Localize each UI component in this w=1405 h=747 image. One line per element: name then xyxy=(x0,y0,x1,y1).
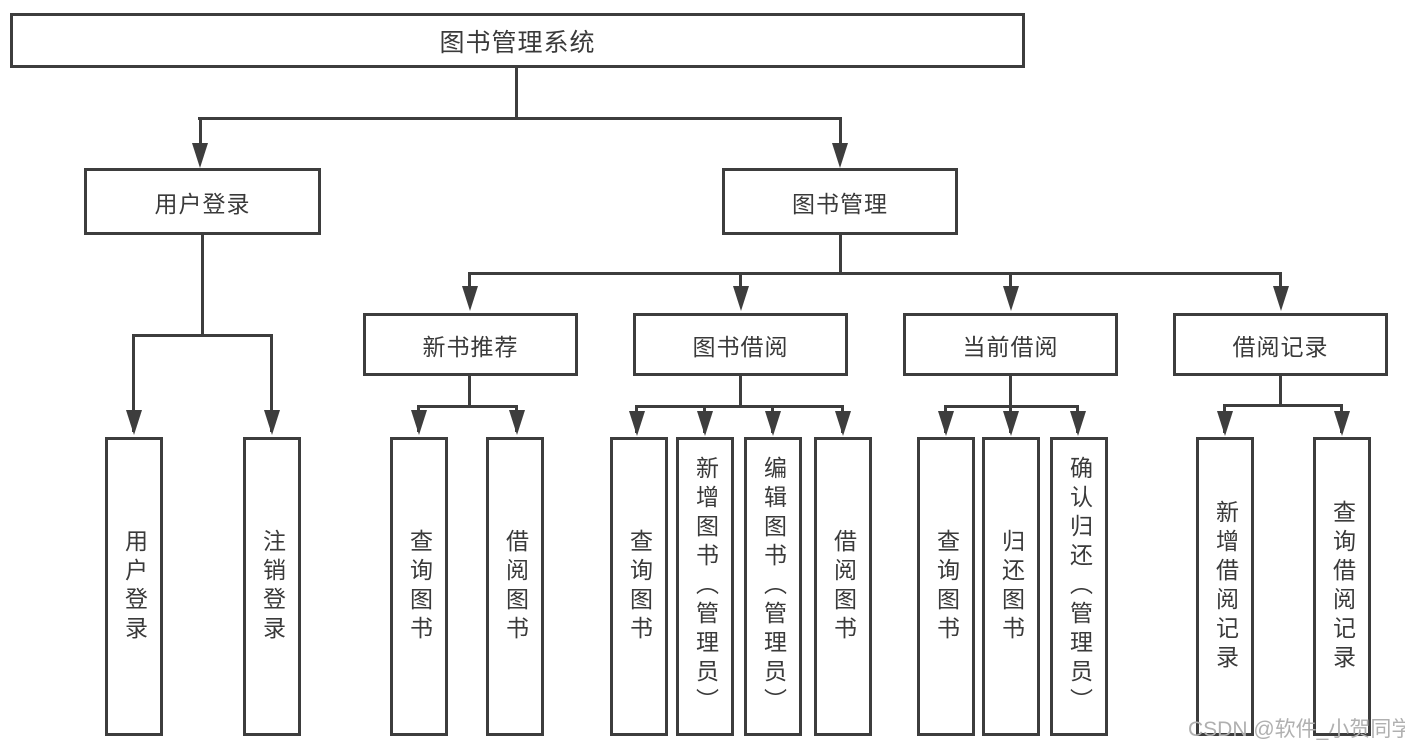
arrow-down-borrow-records xyxy=(1273,286,1289,311)
arrow-down-borrow-books-1 xyxy=(509,410,525,435)
leaf-return-book-label: 归还图书 xyxy=(998,528,1025,645)
arrow-down-edit-book xyxy=(765,411,781,436)
arrow-down-leaf-user-login xyxy=(126,410,142,435)
arrow-down-confirm-return xyxy=(1070,411,1086,436)
arrow-down-leaf-logout xyxy=(264,410,280,435)
leaf-edit-book-admin-label: 编辑图书（管理员） xyxy=(760,456,787,717)
connector-borrow-records-stem xyxy=(1279,376,1282,407)
arrow-down-query-books-2 xyxy=(629,411,645,436)
leaf-add-book-admin-label: 新增图书（管理员） xyxy=(692,456,719,717)
node-book-management: 图书管理 xyxy=(722,168,958,235)
connector-level3-hline xyxy=(468,272,1282,275)
node-new-book-recommend: 新书推荐 xyxy=(363,313,578,376)
leaf-borrow-books-2-label: 借阅图书 xyxy=(830,528,857,645)
node-book-borrow-label: 图书借阅 xyxy=(692,333,789,360)
connector-borrow-records-hline xyxy=(1223,404,1343,407)
connector-new-book-hline xyxy=(417,405,518,408)
node-library-system: 图书管理系统 xyxy=(10,13,1025,68)
node-borrow-records: 借阅记录 xyxy=(1173,313,1388,376)
leaf-user-login-label: 用户登录 xyxy=(121,528,148,645)
leaf-user-login: 用户登录 xyxy=(105,437,163,736)
leaf-query-books-3: 查询图书 xyxy=(917,437,975,736)
node-library-system-label: 图书管理系统 xyxy=(439,28,596,57)
arrow-down-query-books-1 xyxy=(411,410,427,435)
leaf-borrow-books-2: 借阅图书 xyxy=(814,437,872,736)
leaf-query-borrow-record: 查询借阅记录 xyxy=(1313,437,1371,736)
connector-root-stem xyxy=(515,68,518,120)
arrow-down-book-mgmt xyxy=(832,143,848,168)
connector-drop-leaf-logout xyxy=(270,334,273,432)
arrow-down-add-record xyxy=(1217,411,1233,436)
connector-level2-hline xyxy=(198,117,842,120)
leaf-add-borrow-record: 新增借阅记录 xyxy=(1196,437,1254,736)
leaf-return-book: 归还图书 xyxy=(982,437,1040,736)
arrow-down-add-book xyxy=(697,411,713,436)
leaf-add-borrow-record-label: 新增借阅记录 xyxy=(1212,499,1239,674)
arrow-down-query-books-3 xyxy=(938,411,954,436)
node-user-login-label: 用户登录 xyxy=(154,190,251,217)
leaf-query-books-1-label: 查询图书 xyxy=(406,528,433,645)
arrow-down-new-book xyxy=(462,286,478,311)
connector-current-borrow-stem xyxy=(1009,376,1012,408)
leaf-query-borrow-record-label: 查询借阅记录 xyxy=(1329,499,1356,674)
leaf-query-books-2: 查询图书 xyxy=(610,437,668,736)
node-current-borrow: 当前借阅 xyxy=(903,313,1118,376)
connector-drop-book-mgmt xyxy=(839,117,842,149)
leaf-add-book-admin: 新增图书（管理员） xyxy=(676,437,734,736)
leaf-edit-book-admin: 编辑图书（管理员） xyxy=(744,437,802,736)
arrow-down-book-borrow xyxy=(733,286,749,311)
connector-book-borrow-hline xyxy=(635,405,843,408)
leaf-borrow-books-1: 借阅图书 xyxy=(486,437,544,736)
leaf-query-books-3-label: 查询图书 xyxy=(933,528,960,645)
arrow-down-query-record xyxy=(1334,411,1350,436)
leaf-confirm-return-admin: 确认归还（管理员） xyxy=(1050,437,1108,736)
connector-book-mgmt-stem xyxy=(839,235,842,275)
leaf-query-books-1: 查询图书 xyxy=(390,437,448,736)
node-new-book-recommend-label: 新书推荐 xyxy=(422,333,519,360)
csdn-watermark: CSDN @软件_小贺同学 xyxy=(1188,718,1405,741)
arrow-down-user-login xyxy=(192,143,208,168)
node-current-borrow-label: 当前借阅 xyxy=(962,333,1059,360)
node-book-management-label: 图书管理 xyxy=(792,190,888,217)
leaf-logout-label: 注销登录 xyxy=(259,528,286,645)
node-book-borrow: 图书借阅 xyxy=(633,313,848,376)
connector-book-borrow-stem xyxy=(739,376,742,408)
arrow-down-return-book xyxy=(1003,411,1019,436)
node-user-login: 用户登录 xyxy=(84,168,321,235)
leaf-query-books-2-label: 查询图书 xyxy=(626,528,653,645)
connector-new-book-stem xyxy=(468,376,471,408)
node-borrow-records-label: 借阅记录 xyxy=(1232,333,1329,360)
leaf-confirm-return-admin-label: 确认归还（管理员） xyxy=(1066,456,1093,717)
connector-user-login-stem xyxy=(201,235,204,337)
connector-user-login-hline xyxy=(132,334,273,337)
arrow-down-borrow-books-2 xyxy=(835,411,851,436)
leaf-borrow-books-1-label: 借阅图书 xyxy=(502,528,529,645)
connector-drop-user-login xyxy=(199,117,202,149)
connector-drop-leaf-user-login xyxy=(132,334,135,432)
arrow-down-current-borrow xyxy=(1003,286,1019,311)
leaf-logout: 注销登录 xyxy=(243,437,301,736)
